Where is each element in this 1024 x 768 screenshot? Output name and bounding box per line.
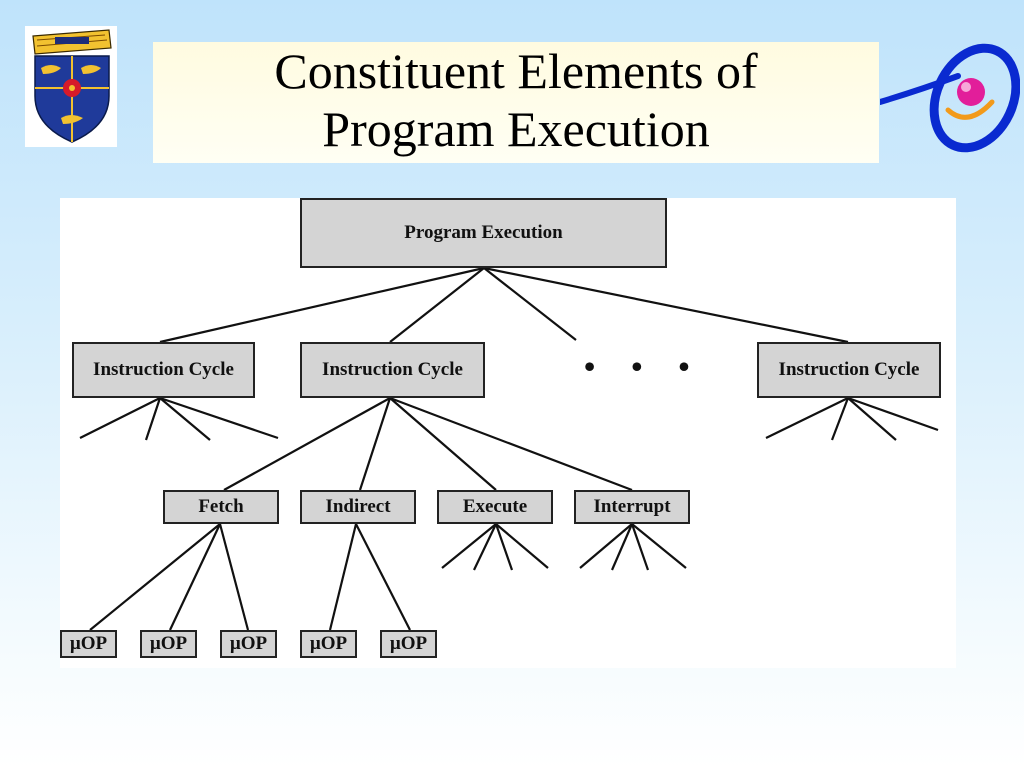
connector-line	[483, 266, 849, 344]
node-instruction-cycle-1: Instruction Cycle	[72, 342, 255, 398]
connector-line	[830, 397, 850, 441]
diagram-connectors	[79, 266, 939, 631]
connector-line	[355, 523, 411, 631]
connector-line	[144, 397, 162, 441]
connector-line	[473, 523, 497, 571]
program-execution-diagram: Program Execution Instruction Cycle Inst…	[60, 198, 956, 668]
connector-line	[579, 523, 633, 569]
connector-line	[765, 397, 849, 439]
slide-title-line-2: Program Execution	[322, 101, 710, 157]
connector-line	[495, 523, 549, 569]
node-execute: Execute	[437, 490, 553, 524]
connector-line	[389, 267, 485, 343]
connector-line	[79, 397, 161, 439]
slide-title-line-1: Constituent Elements of	[274, 43, 758, 99]
node-program-execution: Program Execution	[300, 198, 667, 268]
university-crest-icon	[25, 26, 117, 147]
connector-line	[847, 396, 939, 432]
orbit-logo-icon	[877, 30, 1021, 160]
connector-line	[159, 396, 279, 440]
connector-line	[630, 523, 650, 571]
node-instruction-cycle-2: Instruction Cycle	[300, 342, 485, 398]
connector-line	[328, 523, 358, 631]
slide-title: Constituent Elements of Program Executio…	[153, 42, 879, 163]
connector-line	[847, 397, 897, 441]
node-uop-5: µOP	[380, 630, 437, 658]
connector-line	[494, 523, 514, 571]
connector-line	[358, 397, 392, 491]
connector-line	[631, 523, 687, 569]
connector-line	[159, 266, 485, 344]
node-instruction-cycle-3: Instruction Cycle	[757, 342, 941, 398]
connector-line	[159, 397, 211, 441]
connector-line	[223, 397, 391, 491]
node-uop-3: µOP	[220, 630, 277, 658]
node-indirect: Indirect	[300, 490, 416, 524]
connector-line	[610, 523, 634, 571]
connector-line	[389, 396, 633, 492]
node-interrupt: Interrupt	[574, 490, 690, 524]
connector-line	[441, 523, 497, 569]
node-fetch: Fetch	[163, 490, 279, 524]
connector-line	[169, 523, 221, 631]
node-uop-2: µOP	[140, 630, 197, 658]
connector-line	[218, 523, 250, 631]
connector-line	[389, 397, 497, 491]
node-uop-4: µOP	[300, 630, 357, 658]
node-uop-1: µOP	[60, 630, 117, 658]
connector-line	[483, 267, 577, 341]
connector-line	[89, 523, 221, 631]
more-cycles-ellipsis: • • •	[584, 348, 704, 384]
